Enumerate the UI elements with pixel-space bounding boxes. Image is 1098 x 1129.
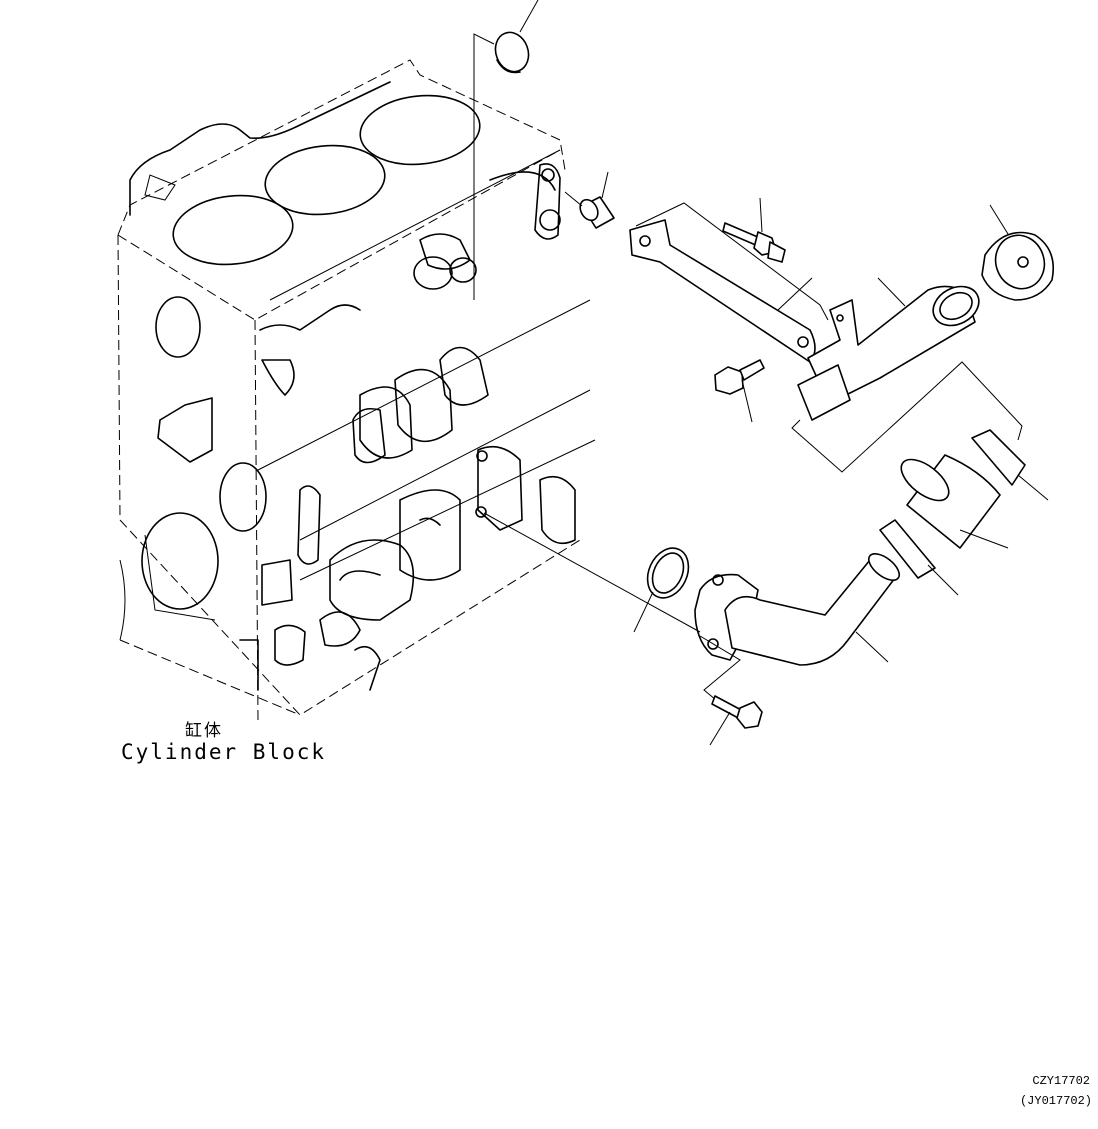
block-label-jp: 缸体 <box>185 721 223 741</box>
bolt-lower-part <box>709 695 763 746</box>
filler-cap-part <box>981 204 1054 301</box>
figure-code: CZY17702 <box>1032 1074 1090 1088</box>
cylinder-block <box>117 59 596 721</box>
filler-tube-part <box>791 277 1023 473</box>
block-label-en: Cylinder Block <box>121 740 327 764</box>
hose-part <box>900 454 1009 549</box>
figure-code-alt: (JY017702) <box>1019 1094 1092 1108</box>
spacer-part <box>564 171 615 229</box>
o-ring-part <box>633 547 690 633</box>
stud-bolt-part <box>722 197 786 263</box>
filler-pipe-lower-part <box>483 512 901 701</box>
hose-clamp-lower <box>879 519 959 596</box>
plug-part <box>473 0 539 300</box>
hose-clamp-upper <box>971 429 1049 501</box>
bolt-middle-part <box>714 359 765 423</box>
bracket-part <box>629 202 829 363</box>
